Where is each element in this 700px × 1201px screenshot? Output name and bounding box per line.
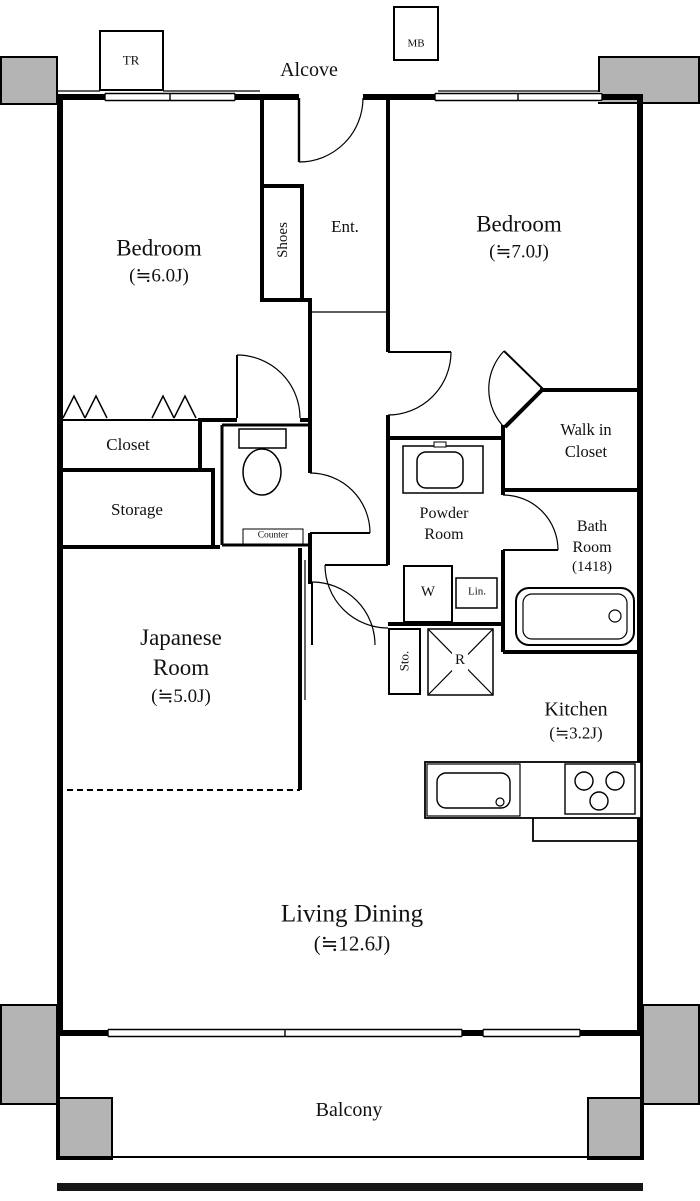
walk-in-closet-label: Walk in Closet	[560, 419, 611, 463]
powder-room-label: Powder Room	[420, 503, 469, 545]
closet-label: Closet	[106, 434, 150, 454]
kitchen-counter	[424, 761, 642, 842]
bathtub	[515, 587, 635, 646]
windows	[104, 92, 603, 1038]
trunk-room-label: TR	[122, 52, 140, 68]
bifold-door-symbols	[62, 394, 197, 419]
room-name: Room	[572, 539, 612, 557]
room-size: (≒5.0J)	[151, 685, 211, 707]
linen-label: Lin.	[467, 585, 487, 598]
toilet-door	[309, 472, 371, 534]
hall-living-door	[311, 581, 376, 646]
room-name: Walk in	[560, 420, 612, 440]
washing-machine-box	[403, 565, 453, 623]
exterior-boxes	[99, 6, 439, 91]
room-name: Room	[152, 655, 210, 681]
fixtures	[238, 428, 642, 842]
counter-label: Counter	[257, 530, 289, 541]
walk-in-closet-door	[488, 350, 544, 429]
room-name: Japanese	[140, 625, 222, 651]
bedroom-right-door	[387, 351, 452, 416]
balcony-outer-edge	[57, 1183, 643, 1191]
kitchen-sink	[436, 772, 511, 809]
room-size: (1418)	[572, 559, 612, 576]
room-name: Powder	[419, 504, 469, 522]
bath-room-label: Bath Room (1418)	[572, 516, 612, 578]
room-size: (≒6.0J)	[129, 265, 189, 287]
linen-box	[455, 577, 498, 609]
balcony-label: Balcony	[315, 1098, 383, 1121]
toilet-fixture	[238, 428, 287, 496]
bedroom-left-door	[236, 354, 301, 419]
counter-shelf	[242, 528, 304, 545]
vanity-sink	[402, 441, 484, 494]
powder-room-door	[324, 564, 389, 629]
room-name: Bath	[576, 517, 608, 535]
room-size: (≒3.2J)	[549, 723, 603, 743]
storage-label: Storage	[111, 499, 163, 519]
meter-box-label: MB	[407, 37, 425, 50]
entrance-label: Ent.	[331, 216, 359, 236]
kitchen-label: Kitchen (≒3.2J)	[544, 697, 607, 746]
doors	[236, 97, 559, 646]
trunk-room-box	[99, 30, 164, 91]
hall-storage-label: Sto.	[396, 650, 412, 672]
room-name: Kitchen	[544, 698, 608, 721]
stove	[564, 763, 636, 815]
entrance-door	[297, 97, 364, 163]
room-name: Bedroom	[476, 211, 562, 237]
bedroom-left-label: Bedroom (≒6.0J)	[116, 233, 202, 288]
japanese-room-label: Japanese Room (≒5.0J)	[140, 623, 222, 709]
room-name: Bedroom	[116, 235, 202, 261]
room-size: (≒12.6J)	[313, 931, 391, 956]
shoes-label: Shoes	[275, 222, 292, 258]
living-dining-label: Living Dining (≒12.6J)	[281, 898, 423, 959]
room-name: Living Dining	[280, 900, 424, 928]
hall-storage-box	[388, 628, 421, 695]
room-name: Closet	[564, 442, 608, 461]
refrigerator-label: R	[451, 651, 469, 671]
bedroom-right-label: Bedroom (≒7.0J)	[476, 209, 562, 264]
room-size: (≒7.0J)	[489, 241, 549, 263]
washing-machine-label: W	[420, 584, 436, 601]
meter-box	[393, 6, 439, 61]
alcove-label: Alcove	[280, 58, 338, 81]
bath-door	[502, 494, 559, 551]
room-name: Room	[424, 526, 464, 543]
